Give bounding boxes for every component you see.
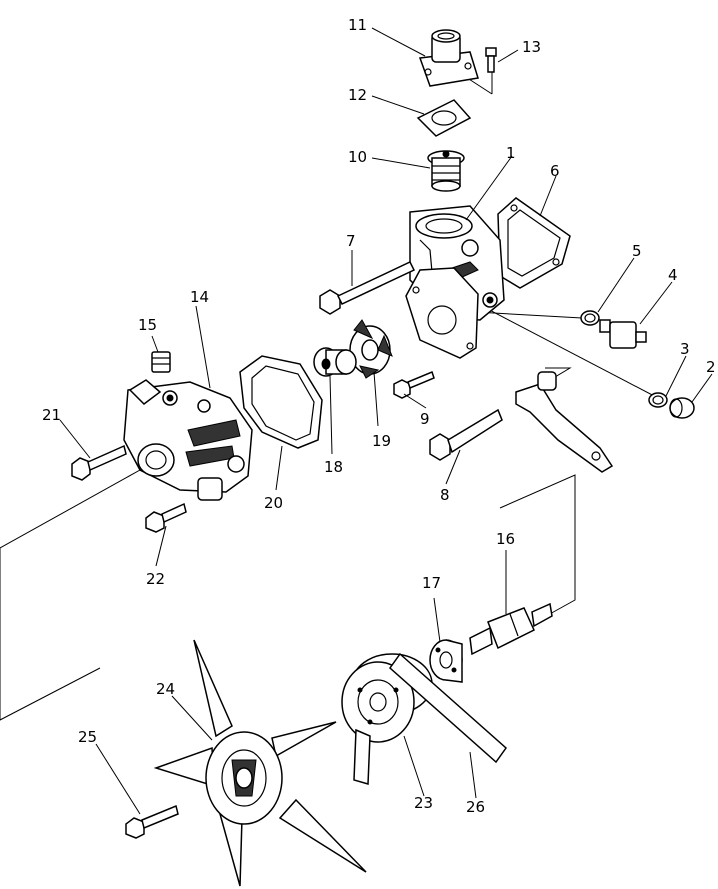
- cover-gasket-part: [497, 197, 571, 289]
- callout-6: 6: [550, 162, 560, 180]
- mechanical-seal-part: [313, 347, 357, 377]
- pump-bolt-part: [71, 444, 127, 481]
- housing-bolt-part: [319, 261, 416, 315]
- o-ring-part: [580, 310, 600, 326]
- tension-bracket-part: [515, 371, 614, 473]
- callout-15: 15: [138, 316, 157, 334]
- callout-7: 7: [346, 232, 356, 250]
- outlet-gasket-part: [416, 99, 472, 137]
- fan-pulley-part: [341, 653, 433, 743]
- leader-lines: [59, 27, 713, 815]
- pulley-hub-part: [429, 639, 463, 683]
- plug-part: [669, 397, 695, 419]
- callout-21: 21: [42, 406, 61, 424]
- callout-4: 4: [668, 266, 678, 284]
- pump-plug-part: [151, 351, 171, 373]
- temperature-sensor-part: [599, 319, 647, 349]
- pump-lower-bolt-part: [145, 502, 187, 533]
- outlet-bolt-part: [485, 47, 497, 73]
- callout-9: 9: [420, 410, 430, 428]
- housing-gasket-part: [405, 267, 479, 359]
- callout-25: 25: [78, 728, 97, 746]
- callout-16: 16: [496, 530, 515, 548]
- callout-17: 17: [422, 574, 441, 592]
- callout-3: 3: [680, 340, 690, 358]
- callout-1: 1: [506, 144, 516, 162]
- housing-small-bolt-part: [393, 370, 435, 399]
- callout-12: 12: [348, 86, 367, 104]
- cooling-fan-part: [153, 639, 367, 887]
- callout-18: 18: [324, 458, 343, 476]
- bracket-bolt-part: [429, 408, 503, 461]
- washer-part: [648, 392, 668, 408]
- callout-5: 5: [632, 242, 642, 260]
- water-outlet-part: [418, 29, 479, 87]
- fan-bolt-part: [125, 804, 179, 839]
- pump-gasket-part: [239, 355, 323, 449]
- impeller-part: [349, 319, 393, 379]
- callout-19: 19: [372, 432, 391, 450]
- callout-14: 14: [190, 288, 209, 306]
- pump-shaft-part: [469, 602, 553, 656]
- pump-body-part: [123, 379, 253, 501]
- callout-13: 13: [522, 38, 541, 56]
- thermostat-part: [427, 150, 465, 192]
- callout-11: 11: [348, 16, 367, 34]
- callout-23: 23: [414, 794, 433, 812]
- callout-10: 10: [348, 148, 367, 166]
- callout-22: 22: [146, 570, 165, 588]
- callout-24: 24: [156, 680, 175, 698]
- callout-8: 8: [440, 486, 450, 504]
- callout-20: 20: [264, 494, 283, 512]
- callout-26: 26: [466, 798, 485, 816]
- callout-labels: 1 2 3 4 5 6 7 8 9 10 11 12 13 14 15 16 1…: [42, 16, 716, 816]
- v-belt-part: [353, 652, 508, 785]
- callout-2: 2: [706, 358, 716, 376]
